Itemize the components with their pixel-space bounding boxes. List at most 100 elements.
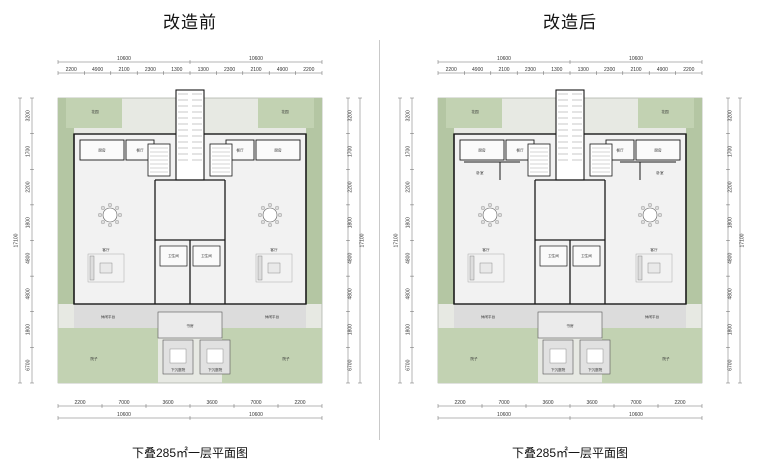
service-room	[539, 245, 568, 267]
dim-label: 2200	[406, 181, 412, 192]
dim-label: 1300	[578, 67, 589, 73]
dim-label: 6700	[728, 359, 734, 370]
dim-label: 17100	[740, 233, 746, 247]
room	[255, 139, 301, 161]
room-label: 下沉庭院	[551, 367, 566, 372]
dim-label: 2100	[250, 67, 261, 73]
room-label: 客厅	[650, 247, 658, 252]
chair	[655, 220, 660, 225]
chair	[260, 205, 265, 210]
chair	[488, 203, 492, 207]
room-label: 卫生间	[581, 253, 592, 258]
side-lawn-right	[686, 98, 702, 304]
chair	[278, 213, 282, 217]
study-block	[537, 311, 603, 339]
garden-top-left	[66, 98, 122, 128]
dim-label: 2200	[674, 400, 685, 406]
chair	[640, 220, 645, 225]
chair	[495, 205, 500, 210]
room-label: 客厅	[270, 247, 278, 252]
dim-label: 2300	[604, 67, 615, 73]
room-label: 书房	[186, 323, 194, 328]
dim-label: 1800	[348, 324, 354, 335]
dim-label: 2200	[446, 67, 457, 73]
dim-label: 1700	[728, 146, 734, 157]
room-label: 花园	[91, 109, 99, 114]
room-label: 厨房	[274, 147, 282, 152]
coffee-table	[99, 262, 113, 274]
living-rug	[87, 253, 125, 283]
coffee-table	[647, 262, 661, 274]
dim-label: 2100	[498, 67, 509, 73]
dim-label: 6700	[26, 359, 32, 370]
sofa	[637, 255, 643, 281]
chair	[648, 203, 652, 207]
room-label: 院子	[90, 356, 98, 361]
dim-label: 2300	[145, 67, 156, 73]
dim-label: 1800	[406, 324, 412, 335]
chair	[100, 205, 105, 210]
room-label: 卫生间	[201, 253, 212, 258]
chair	[275, 205, 280, 210]
dim-label: 3600	[586, 400, 597, 406]
court-table	[206, 348, 224, 364]
garden-top-right	[638, 98, 694, 128]
room	[79, 139, 125, 161]
dim-label: 3200	[348, 110, 354, 121]
room-label: 花园	[471, 109, 479, 114]
chair	[275, 220, 280, 225]
court-table	[586, 348, 604, 364]
chair	[118, 213, 122, 217]
dim-label: 1800	[26, 217, 32, 228]
panel-caption: 下叠285㎡一层平面图	[511, 446, 629, 460]
dim-label: 10600	[117, 412, 131, 418]
dim-label: 4800	[406, 253, 412, 264]
dim-label: 3600	[542, 400, 553, 406]
dim-label: 1300	[551, 67, 562, 73]
dim-label: 1800	[26, 324, 32, 335]
dim-label: 3200	[728, 110, 734, 121]
room-label: 休闲平台	[481, 314, 496, 319]
dim-label: 6700	[406, 359, 412, 370]
room-label: 书房	[566, 323, 574, 328]
dim-label: 2200	[26, 181, 32, 192]
dim-label: 10600	[629, 56, 643, 62]
chair	[98, 213, 102, 217]
dim-label: 2200	[348, 181, 354, 192]
dim-label: 2300	[525, 67, 536, 73]
room-label: 餐厅	[516, 147, 524, 152]
room-label: 院子	[282, 356, 290, 361]
dim-label: 1800	[728, 324, 734, 335]
dim-label: 4900	[657, 67, 668, 73]
dim-label: 6700	[348, 359, 354, 370]
room-label: 客厅	[482, 247, 490, 252]
living-rug	[635, 253, 673, 283]
room	[459, 139, 505, 161]
chair	[260, 220, 265, 225]
room-label: 餐厅	[236, 147, 244, 152]
dim-label: 3200	[406, 110, 412, 121]
room-label: 卫生间	[168, 253, 179, 258]
sofa	[257, 255, 263, 281]
chair	[658, 213, 662, 217]
chair	[268, 223, 272, 227]
room-label: 花园	[661, 109, 669, 114]
dim-label: 17100	[14, 233, 20, 247]
dim-label: 4900	[472, 67, 483, 73]
plan-panel-after: 改造后 厨房餐厅厨房餐厅客厅客厅卫生间卫生间下沉庭院下沉庭院书房休闲平台休闲平台…	[380, 0, 760, 475]
living-rug	[467, 253, 505, 283]
dim-label: 2200	[303, 67, 314, 73]
dim-label: 4800	[26, 288, 32, 299]
panel-title: 改造后	[543, 13, 597, 32]
dim-label: 4800	[728, 288, 734, 299]
court-table	[549, 348, 567, 364]
side-lawn-left	[438, 98, 454, 304]
dim-label: 1800	[348, 217, 354, 228]
chair	[640, 205, 645, 210]
dim-label: 3600	[206, 400, 217, 406]
service-room	[572, 245, 601, 267]
side-lawn-left	[58, 98, 74, 304]
room-label: 休闲平台	[265, 314, 280, 319]
room-label: 下沉庭院	[171, 367, 186, 372]
dining-table	[482, 207, 498, 223]
